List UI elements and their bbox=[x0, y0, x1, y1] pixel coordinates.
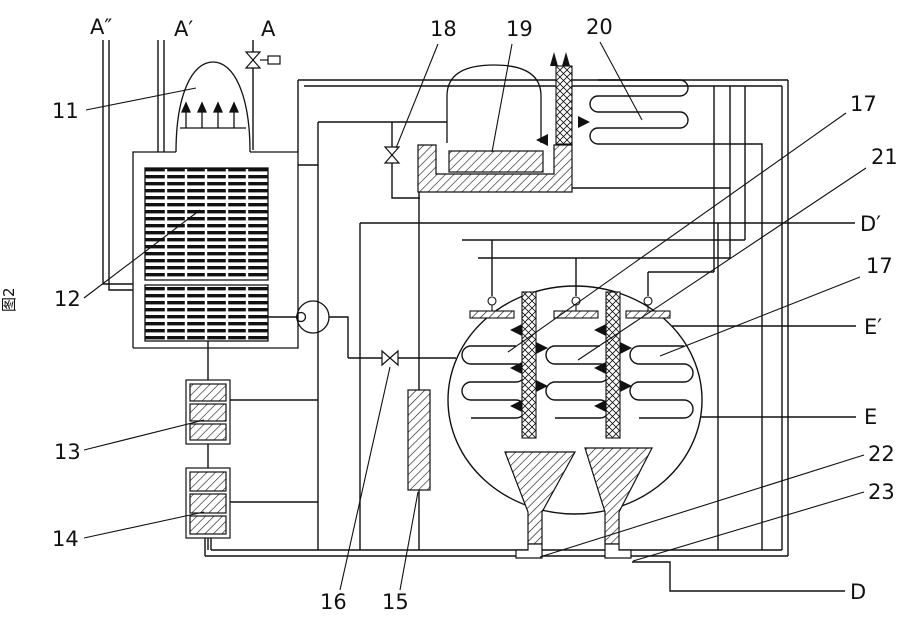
leader-13 bbox=[83, 419, 205, 451]
packed-column-top bbox=[536, 52, 590, 146]
label-a: A bbox=[261, 17, 276, 41]
label-19: 19 bbox=[506, 17, 533, 41]
trough-shell bbox=[417, 144, 573, 193]
nozzle-left bbox=[469, 296, 515, 319]
figure-caption: 图2 bbox=[0, 287, 18, 312]
leader-16 bbox=[339, 366, 391, 591]
label-23: 23 bbox=[868, 480, 895, 504]
label-e: E bbox=[864, 405, 877, 429]
valve-body bbox=[244, 51, 262, 61]
pipe-network bbox=[102, 40, 856, 592]
leader-14 bbox=[83, 511, 205, 539]
leader-15 bbox=[399, 491, 419, 591]
nozzle-right bbox=[625, 296, 671, 319]
funnel-right bbox=[584, 447, 653, 559]
label-d: D bbox=[850, 580, 866, 604]
valve-16 bbox=[381, 349, 399, 367]
pipe-bottom-header bbox=[205, 549, 788, 557]
flow-arrows-top bbox=[536, 52, 590, 146]
labels: A″ A′ A 18 19 20 11 17 21 D′ 17 12 E′ E … bbox=[0, 15, 898, 614]
label-13: 13 bbox=[54, 440, 81, 464]
spray-nozzles bbox=[469, 296, 671, 319]
label-e-prime: E′ bbox=[864, 315, 882, 339]
leader-23 bbox=[632, 491, 865, 562]
label-12: 12 bbox=[54, 287, 81, 311]
funnel-left bbox=[504, 451, 577, 559]
packed-column-right bbox=[594, 291, 632, 439]
pipe-a2-feed bbox=[102, 40, 133, 285]
leader-11 bbox=[85, 87, 197, 111]
enclosure-outline bbox=[132, 151, 299, 349]
pipe-d-run bbox=[632, 561, 845, 592]
bell-housing bbox=[446, 64, 542, 143]
pump bbox=[295, 300, 330, 334]
label-16: 16 bbox=[320, 590, 347, 614]
inlet-valve bbox=[244, 51, 281, 69]
pump-hub bbox=[295, 311, 307, 323]
main-vessel bbox=[447, 285, 703, 515]
leader-12 bbox=[83, 209, 201, 299]
leader-17-right bbox=[659, 276, 861, 357]
pipe-top-header bbox=[298, 79, 788, 87]
label-d-prime: D′ bbox=[860, 212, 881, 236]
packed-column-left bbox=[510, 291, 548, 439]
leader-17-left bbox=[507, 112, 847, 353]
label-11: 11 bbox=[52, 99, 79, 123]
label-14: 14 bbox=[52, 527, 79, 551]
spray-arrows bbox=[180, 101, 240, 128]
outlet-23 bbox=[604, 543, 632, 559]
dryer-13 bbox=[185, 379, 231, 445]
pipe-right-riser bbox=[781, 80, 789, 556]
filter-15 bbox=[407, 389, 431, 491]
coil-20 bbox=[589, 79, 689, 145]
leader-20 bbox=[599, 41, 643, 121]
trough-heater-19 bbox=[417, 144, 573, 193]
label-17-left: 17 bbox=[850, 92, 877, 116]
valve-18 bbox=[383, 146, 401, 164]
label-18: 18 bbox=[430, 17, 457, 41]
leader-19 bbox=[491, 43, 513, 153]
dome-outline bbox=[175, 61, 251, 153]
heat-exchanger-12 bbox=[144, 167, 269, 342]
label-20: 20 bbox=[586, 15, 613, 39]
leader-lines bbox=[83, 41, 867, 591]
dryer-14 bbox=[185, 467, 231, 539]
label-22: 22 bbox=[868, 442, 895, 466]
spray-dome bbox=[132, 61, 299, 349]
outlet-22 bbox=[515, 543, 543, 559]
trough-bath bbox=[448, 150, 544, 173]
coil-bank-right bbox=[629, 345, 694, 419]
label-17-right: 17 bbox=[866, 254, 893, 278]
leader-21 bbox=[577, 167, 867, 361]
pump-body bbox=[296, 300, 330, 334]
flow-arrows-left-column bbox=[510, 324, 548, 412]
label-15: 15 bbox=[382, 590, 409, 614]
leader-22 bbox=[539, 454, 865, 558]
label-a-prime: A′ bbox=[174, 17, 193, 41]
valve-actuator bbox=[267, 55, 281, 65]
flow-arrows-right-column bbox=[594, 324, 632, 412]
label-21: 21 bbox=[871, 145, 898, 169]
leader-18 bbox=[395, 43, 439, 149]
label-a-doubleprime: A″ bbox=[90, 15, 112, 39]
